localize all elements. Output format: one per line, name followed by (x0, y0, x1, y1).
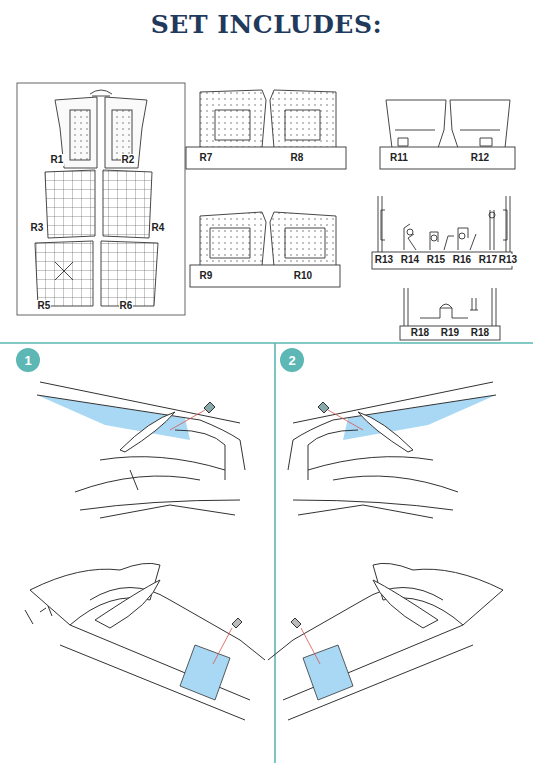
step-number: 2 (288, 353, 295, 368)
part-number: R1 (50, 154, 65, 166)
step-circle: 1 (16, 348, 40, 372)
part-number: R17 (478, 254, 498, 266)
part-number: R16 (452, 254, 472, 266)
part-number: R18 (470, 327, 490, 339)
part-number: R15 (426, 254, 446, 266)
part-number: R10 (293, 270, 313, 282)
part-number: R11 (389, 152, 409, 164)
page-title: SET INCLUDES: (151, 10, 382, 39)
part-number: R4 (151, 222, 166, 234)
part-number: R3 (30, 222, 45, 234)
part-number: R13 (374, 254, 394, 266)
part-number: R6 (119, 300, 134, 312)
part-number: R8 (290, 152, 305, 164)
part-number: R12 (470, 152, 490, 164)
step-circle: 2 (280, 348, 304, 372)
part-number: R18 (410, 327, 430, 339)
part-number: R19 (440, 327, 460, 339)
part-number: R13 (498, 254, 518, 266)
part-number: R5 (37, 300, 52, 312)
step-number: 1 (24, 353, 31, 368)
part-number: R2 (121, 154, 136, 166)
part-number: R9 (199, 270, 214, 282)
part-number: R7 (199, 152, 214, 164)
part-number: R14 (400, 254, 420, 266)
